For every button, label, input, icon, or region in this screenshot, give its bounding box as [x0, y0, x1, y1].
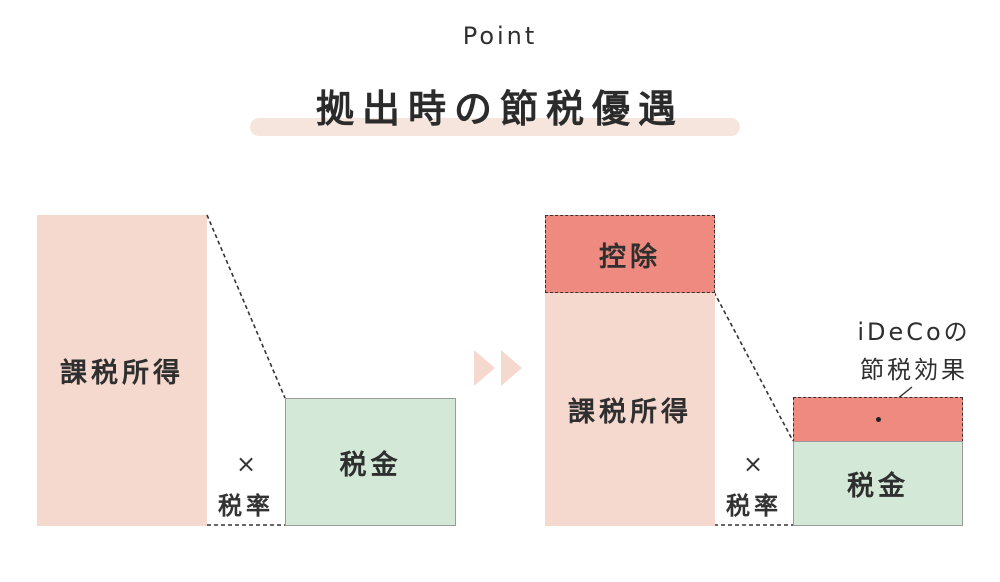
taxable-income-label: 課税所得	[568, 397, 692, 428]
annotation-line-1: iDeCoの	[857, 318, 971, 346]
tax-label: 税金	[847, 471, 909, 502]
deduction-label: 控除	[599, 241, 661, 273]
tax-amount-bar-reduced: 税金	[793, 441, 963, 526]
double-chevron-right-icon	[474, 350, 522, 386]
tax-rate-label: 税率	[218, 492, 274, 520]
tax-amount-bar: 税金	[285, 398, 456, 526]
page-title: 拠出時の節税優遇	[315, 87, 684, 131]
right-top-connector	[713, 291, 794, 442]
point-label: Point	[462, 22, 538, 50]
multiply-symbol: ×	[742, 450, 764, 478]
title-highlight	[250, 118, 740, 136]
taxable-income-bar: 課税所得	[37, 215, 207, 526]
taxable-income-bar-reduced: 課税所得	[545, 293, 715, 526]
left-top-connector	[206, 214, 286, 399]
multiply-symbol: ×	[235, 450, 257, 478]
annotation-point-dot	[875, 417, 881, 422]
taxable-income-label: 課税所得	[60, 358, 184, 389]
deduction-bar: 控除	[545, 215, 715, 293]
tax-rate-label: 税率	[726, 492, 782, 520]
annotation-line-2: 節税効果	[860, 356, 968, 384]
tax-label: 税金	[339, 449, 402, 481]
tax-savings-bar	[793, 397, 963, 442]
